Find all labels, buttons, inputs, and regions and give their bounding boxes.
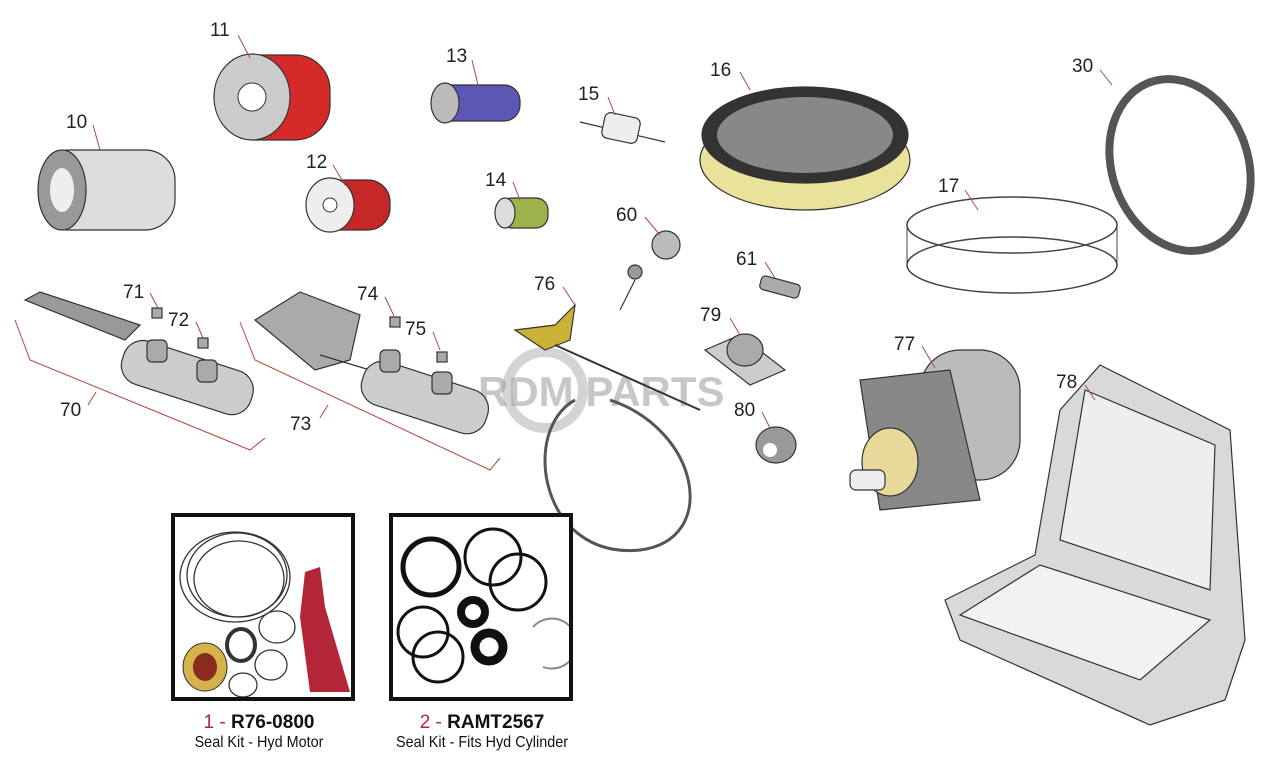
callout-70: 70 bbox=[60, 400, 81, 421]
part-60-key-switch[interactable] bbox=[619, 230, 681, 311]
kit-description: Seal Kit - Hyd Motor bbox=[194, 734, 324, 751]
callout-78: 78 bbox=[1056, 372, 1077, 393]
part-74-nut[interactable] bbox=[389, 316, 401, 328]
part-76-throttle-cable[interactable] bbox=[513, 303, 701, 552]
callout-numbers: 11 10 13 15 16 30 12 14 17 60 61 76 71 7… bbox=[60, 20, 1093, 435]
callout-13: 13 bbox=[446, 46, 467, 67]
part-13-inline-filter[interactable] bbox=[430, 82, 521, 124]
seal-kit-2-caption: 2 - RAMT2567 Seal Kit - Fits Hyd Cylinde… bbox=[362, 712, 602, 752]
leader-lines bbox=[87, 34, 1113, 429]
callout-75: 75 bbox=[405, 319, 426, 340]
callout-12: 12 bbox=[306, 152, 327, 173]
kit-description: Seal Kit - Fits Hyd Cylinder bbox=[395, 734, 569, 751]
kit-separator: - bbox=[214, 712, 231, 733]
callout-61: 61 bbox=[736, 249, 757, 270]
callout-76: 76 bbox=[534, 274, 555, 295]
seal-rings-icon bbox=[179, 531, 350, 697]
callout-80: 80 bbox=[734, 400, 755, 421]
part-78-seat[interactable] bbox=[944, 364, 1246, 726]
callout-74: 74 bbox=[357, 284, 379, 305]
seal-kit-1-image[interactable] bbox=[171, 513, 355, 701]
callout-15: 15 bbox=[578, 84, 599, 105]
svg-text:RDM PARTS: RDM PARTS bbox=[478, 368, 725, 415]
seal-kit-1-caption: 1 - R76-0800 Seal Kit - Hyd Motor bbox=[139, 712, 379, 752]
part-75-nut[interactable] bbox=[436, 351, 448, 363]
watermark-logo: RDM PARTS bbox=[478, 347, 725, 433]
kit-part-number[interactable]: RAMT2567 bbox=[447, 712, 545, 733]
part-70-hydraulic-cylinder[interactable] bbox=[14, 291, 266, 451]
part-17-band[interactable] bbox=[906, 196, 1118, 294]
kit-index: 1 bbox=[203, 712, 215, 733]
kit-index: 2 bbox=[419, 712, 431, 733]
part-30-ring[interactable] bbox=[1086, 59, 1274, 271]
kit-separator: - bbox=[430, 712, 448, 733]
callout-30: 30 bbox=[1072, 56, 1093, 77]
part-15-fuel-filter[interactable] bbox=[579, 112, 666, 145]
part-71-nut[interactable] bbox=[151, 307, 163, 319]
callout-16: 16 bbox=[710, 60, 731, 81]
callout-60: 60 bbox=[616, 205, 637, 226]
callout-71: 71 bbox=[123, 282, 144, 303]
part-16-oval-air-filter[interactable] bbox=[699, 86, 911, 211]
seal-kit-2-image[interactable] bbox=[389, 513, 573, 701]
kit-part-number[interactable]: R76-0800 bbox=[231, 712, 315, 733]
callout-72: 72 bbox=[168, 310, 189, 331]
callout-77: 77 bbox=[894, 334, 915, 355]
part-11-hydraulic-filter[interactable] bbox=[213, 53, 331, 141]
part-14-small-filter[interactable] bbox=[494, 197, 549, 229]
callout-14: 14 bbox=[485, 170, 507, 191]
seal-rings-icon bbox=[396, 527, 569, 684]
part-72-nut[interactable] bbox=[197, 337, 209, 349]
part-80-bushing[interactable] bbox=[755, 426, 797, 464]
part-61-sensor[interactable] bbox=[759, 275, 801, 299]
part-12-oil-filter[interactable] bbox=[305, 177, 391, 233]
part-77-hydraulic-motor[interactable] bbox=[849, 349, 1021, 511]
callout-79: 79 bbox=[700, 305, 721, 326]
callout-17: 17 bbox=[938, 176, 959, 197]
part-79-mount[interactable] bbox=[703, 333, 787, 386]
part-73-hydraulic-cylinder[interactable] bbox=[239, 291, 501, 471]
part-10-air-filter[interactable] bbox=[37, 149, 176, 231]
callout-73: 73 bbox=[290, 414, 311, 435]
callout-11: 11 bbox=[210, 20, 230, 41]
callout-10: 10 bbox=[66, 112, 87, 133]
